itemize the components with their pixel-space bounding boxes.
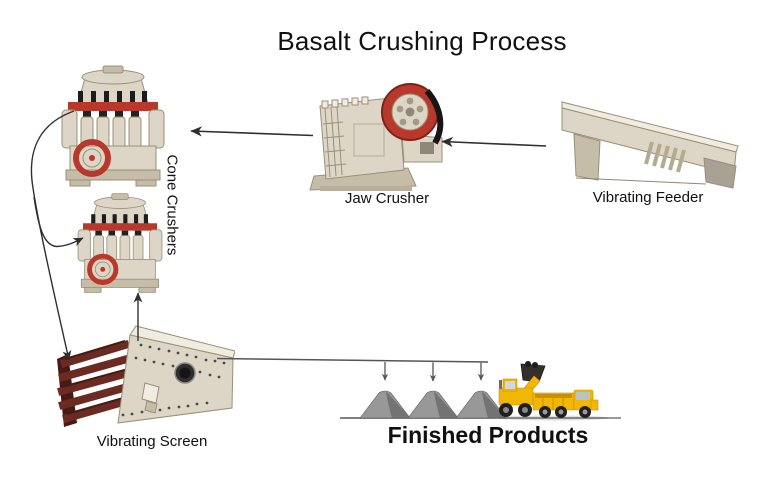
- drive-wheel-icon: [87, 253, 119, 285]
- dump-truck-icon: [532, 389, 599, 418]
- vibrating-feeder-label: Vibrating Feeder: [592, 189, 704, 206]
- cone-crusher-top-image: [61, 65, 165, 187]
- finished-products-label: Finished Products: [387, 422, 589, 448]
- cone-crushers-label: Cone Crushers: [163, 154, 181, 256]
- vibrating-screen-label: Vibrating Screen: [96, 433, 208, 450]
- diagram-title: Basalt Crushing Process: [277, 26, 567, 56]
- arrow-feeder-to-jaw: [441, 136, 547, 148]
- finished-products-scene: [340, 361, 621, 421]
- arrow-jaw-to-cone: [190, 126, 314, 137]
- drive-wheel-icon: [73, 139, 111, 177]
- drive-belt-icon: [424, 89, 444, 145]
- jaw-crusher-label: Jaw Crusher: [344, 190, 430, 207]
- cone-crusher-bottom-image: [77, 193, 163, 293]
- stockpile-icon: [359, 390, 507, 419]
- bolt-dots-icon: [121, 343, 226, 417]
- screen-opening-icon: [174, 362, 196, 384]
- vibrating-screen-image: [57, 325, 235, 427]
- flywheel-icon: [381, 83, 439, 141]
- spring-bank-icon: [57, 340, 133, 427]
- jaw-crusher-image: [309, 83, 444, 191]
- wheel-loader-icon: [498, 361, 546, 417]
- bolt-row-icon: [78, 91, 147, 105]
- vibrating-feeder-image: [561, 101, 739, 189]
